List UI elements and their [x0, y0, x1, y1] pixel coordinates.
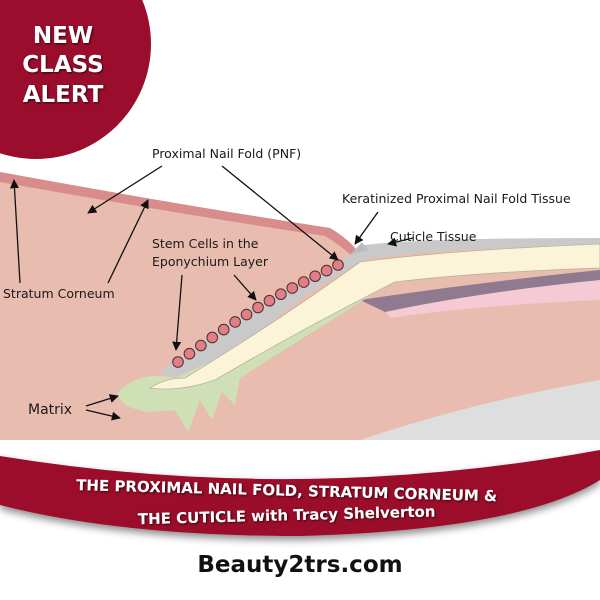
label-stem-cells-1: Stem Cells in the	[152, 236, 259, 251]
arrow-stem-left	[172, 274, 183, 351]
arrow-cuticle	[387, 237, 414, 247]
arrow-matrix-bottom	[85, 409, 121, 421]
stem-cell	[172, 356, 184, 368]
label-stem-cells-2: Eponychium Layer	[152, 254, 269, 269]
nail-bed-gray-region	[360, 380, 600, 440]
stem-cell	[206, 331, 219, 344]
stem-cell	[320, 264, 333, 277]
stem-cells	[172, 259, 344, 368]
arrow-stratum-left	[9, 179, 21, 284]
stratum-corneum-layer	[0, 172, 358, 256]
stem-cell	[286, 282, 299, 294]
badge-line-3: ALERT	[23, 82, 104, 108]
keratinized-tissue	[350, 242, 368, 255]
arrow-keratinized	[354, 211, 379, 245]
label-stratum-corneum: Stratum Corneum	[3, 286, 115, 301]
arrow-stratum-right	[107, 199, 149, 284]
label-pnf: Proximal Nail Fold (PNF)	[152, 146, 301, 161]
stem-cell	[195, 339, 207, 352]
annotation-arrows	[9, 165, 414, 421]
stem-cell	[332, 259, 344, 271]
stem-cell	[263, 294, 276, 307]
stem-cell	[309, 270, 321, 283]
arrow-pnf-left	[87, 165, 163, 214]
badge-line-2: CLASS	[22, 52, 103, 78]
title-banner	[0, 450, 600, 536]
stem-cell	[297, 276, 310, 288]
arrow-pnf-right	[221, 165, 339, 261]
website-url[interactable]: Beauty2trs.com	[197, 552, 403, 578]
stem-cell	[229, 316, 241, 328]
badge-line-1: NEW	[33, 23, 93, 49]
label-matrix: Matrix	[28, 402, 72, 418]
label-keratinized: Keratinized Proximal Nail Fold Tissue	[342, 191, 571, 206]
nail-plate	[148, 243, 600, 390]
stem-cell	[240, 308, 253, 321]
arrow-matrix-top	[85, 394, 119, 407]
new-class-badge	[0, 0, 151, 159]
stem-cell	[183, 347, 196, 360]
stem-cell	[275, 288, 287, 301]
nail-bed-purple-stripe	[360, 270, 600, 312]
stem-cell	[252, 301, 264, 314]
label-cuticle: Cuticle Tissue	[390, 229, 477, 244]
cuticle-gray-layer	[160, 238, 600, 378]
nail-bed-pink	[385, 278, 600, 318]
arrow-stem-right	[233, 274, 257, 301]
stem-cell	[217, 323, 230, 336]
